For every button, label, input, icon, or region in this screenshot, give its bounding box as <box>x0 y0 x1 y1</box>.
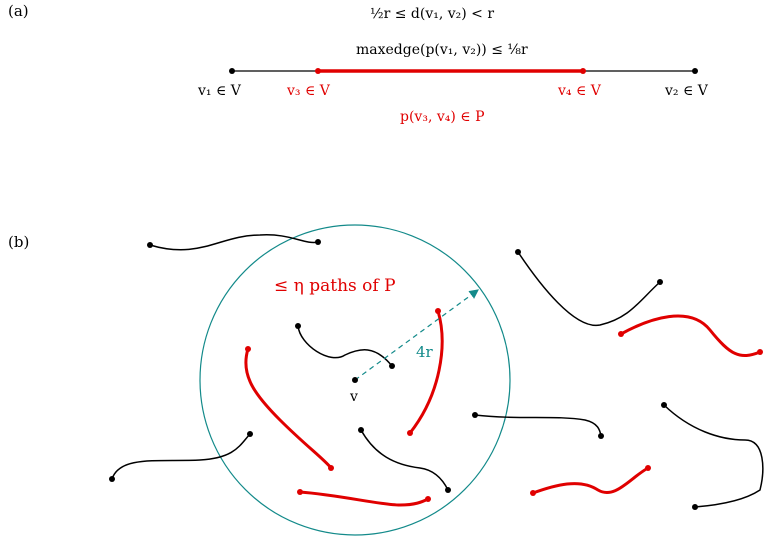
black-paths <box>111 234 764 508</box>
vertex-v2 <box>692 68 698 74</box>
paths-count-label: ≤ η paths of P <box>274 276 396 296</box>
black-endpoints <box>109 239 698 510</box>
radius-label: 4r <box>416 343 434 361</box>
radius-circle <box>199 224 511 536</box>
center-vertex <box>352 377 358 383</box>
path-black-2 <box>297 325 393 367</box>
maxedge-constraint: maxedge(p(v₁, v₂)) ≤ ⅛r <box>356 42 528 58</box>
v4-label: v₄ ∈ V <box>557 83 602 99</box>
path-black-4 <box>360 429 449 491</box>
path-red-3 <box>299 490 429 507</box>
distance-constraint: ½r ≤ d(v₁, v₂) < r <box>370 6 494 22</box>
red-paths <box>244 310 761 507</box>
path-black-6 <box>517 251 661 326</box>
path-red-1 <box>244 348 333 469</box>
red-endpoints <box>245 308 763 502</box>
vertex-v4 <box>580 68 586 74</box>
path-red-4 <box>532 466 649 495</box>
path-black-1 <box>149 234 319 251</box>
v2-label: v₂ ∈ V <box>664 83 709 99</box>
radius-arrow <box>354 289 479 381</box>
path-red-2 <box>408 310 444 434</box>
panel-b-label: (b) <box>8 233 29 251</box>
v3-label: v₃ ∈ V <box>286 83 331 99</box>
path-red-5 <box>620 314 761 357</box>
v1-label: v₁ ∈ V <box>197 83 242 99</box>
path-black-7 <box>663 404 764 508</box>
center-label: v <box>349 389 358 405</box>
path-label: p(v₃, v₄) ∈ P <box>400 109 485 125</box>
vertex-v3 <box>315 68 321 74</box>
vertex-v1 <box>229 68 235 74</box>
panel-a-label: (a) <box>8 2 29 20</box>
path-black-3 <box>111 433 251 480</box>
path-black-5 <box>474 414 602 437</box>
